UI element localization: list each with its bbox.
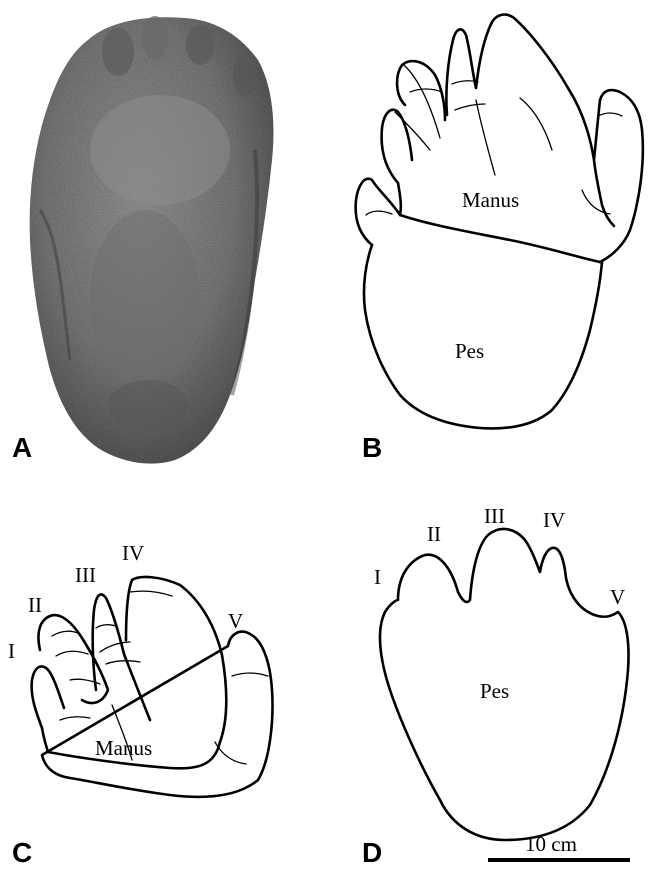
panel-c-digit-1: I xyxy=(8,639,15,663)
panel-b-letter: B xyxy=(362,432,382,463)
panel-c-letter: C xyxy=(12,837,32,868)
manus-pes-outline xyxy=(356,15,643,429)
scale-bar-label: 10 cm xyxy=(525,832,577,856)
panel-b: Manus Pes B xyxy=(356,15,643,463)
panel-a-letter: A xyxy=(12,432,32,463)
panel-b-manus-label: Manus xyxy=(462,188,519,212)
fossil-photograph xyxy=(30,16,274,464)
panel-c-digit-3: III xyxy=(75,563,96,587)
panel-c: I II III IV V Manus C xyxy=(8,541,272,868)
panel-d-digit-5: V xyxy=(610,585,625,609)
panel-d-digit-1: I xyxy=(374,565,381,589)
panel-d-letter: D xyxy=(362,837,382,868)
panel-c-digit-5: V xyxy=(228,609,243,633)
panel-c-digit-2: II xyxy=(28,593,42,617)
scale-bar: 10 cm xyxy=(488,832,630,860)
panel-d-pes-label: Pes xyxy=(480,679,509,703)
panel-d-digit-3: III xyxy=(484,504,505,528)
panel-d-digit-2: II xyxy=(427,522,441,546)
panel-c-digit-4: IV xyxy=(122,541,144,565)
panel-d-digit-4: IV xyxy=(543,508,565,532)
panel-d: I II III IV V Pes D xyxy=(362,504,629,868)
panel-c-manus-label: Manus xyxy=(95,736,152,760)
panel-b-pes-label: Pes xyxy=(455,339,484,363)
panel-a: A xyxy=(12,16,273,464)
